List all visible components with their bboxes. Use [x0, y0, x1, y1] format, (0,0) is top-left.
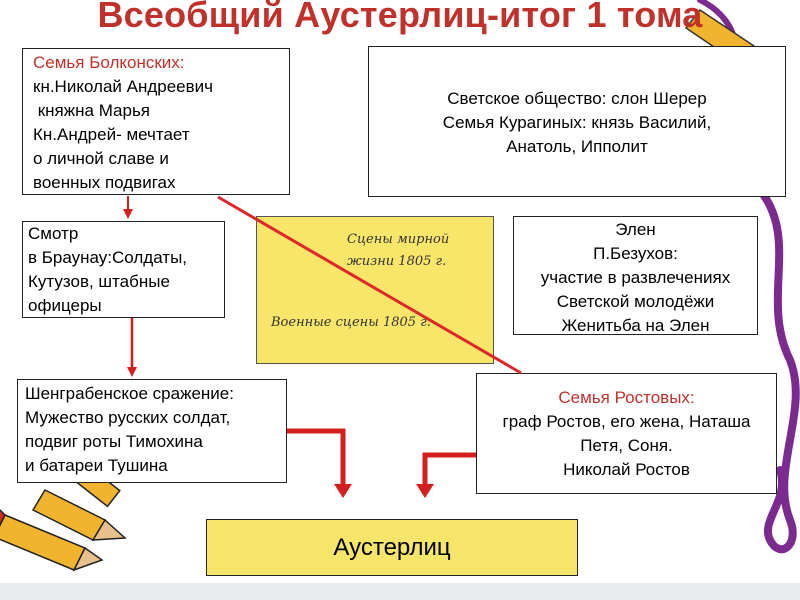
helen-line: участие в развлечениях: [540, 268, 731, 287]
floor-band: [0, 583, 800, 600]
arrow-shengraben-to-austerlitz: [287, 428, 346, 486]
bolkonsky-line: военных подвигах: [33, 173, 176, 192]
austerlitz-label: Аустерлиц: [333, 533, 451, 561]
pencil-bottom-left-1: [31, 489, 127, 541]
box-review: Смотр в Браунау:Солдаты, Кутузов, штабны…: [22, 221, 225, 318]
arrowhead-rostov: [416, 484, 434, 498]
helen-line: Женитьба на Элен: [561, 316, 710, 335]
review-line: офицеры: [28, 296, 102, 315]
shengraben-line: Шенграбенское сражение:: [25, 384, 234, 403]
society-line: Светское общество: слон Шерер: [447, 89, 707, 108]
box-society: Светское общество: слон Шерер Семья Кура…: [368, 46, 786, 197]
box-helen: Элен П.Безухов: участие в развлечениях С…: [513, 216, 758, 335]
purple-swirl: [756, 186, 800, 554]
shengraben-line: Мужество русских солдат,: [25, 408, 231, 427]
bolkonsky-line: о личной славе и: [33, 149, 169, 168]
scenes-peace-line: Сцены мирной: [347, 232, 450, 247]
box-bolkonsky: Семья Болконских: кн.Николай Андреевич к…: [22, 48, 290, 195]
shengraben-line: подвиг роты Тимохина: [25, 432, 203, 451]
scenes-peace-line: жизни 1805 г.: [347, 254, 447, 269]
review-line: Кутузов, штабные: [28, 272, 170, 291]
box-rostov: Семья Ростовых: граф Ростов, его жена, Н…: [476, 373, 777, 494]
diagonal-divider-line: [217, 195, 522, 375]
bolkonsky-line: Кн.Андрей- мечтает: [33, 125, 190, 144]
scenes-war-line: 1805 г.: [382, 315, 431, 330]
box-shengraben: Шенграбенское сражение: Мужество русских…: [17, 379, 287, 483]
review-line: Смотр: [28, 224, 79, 243]
rostov-line: Николай Ростов: [563, 460, 690, 479]
bolkonsky-heading: Семья Болконских:: [33, 53, 185, 72]
pencil-bottom-left-2: [0, 508, 104, 572]
scenes-war-line: Военные сцены: [271, 315, 379, 330]
page-title: Всеобщий Аустерлиц-итог 1 тома: [97, 0, 703, 35]
society-line: Семья Курагиных: князь Василий,: [442, 113, 712, 132]
review-line: в Браунау:Солдаты,: [28, 248, 188, 267]
rostov-line: Петя, Соня.: [580, 436, 673, 455]
arrowhead-shengraben: [334, 484, 352, 498]
society-line: Анатоль, Ипполит: [506, 137, 648, 156]
helen-line: Элен: [615, 220, 656, 239]
helen-line: П.Безухов:: [593, 244, 678, 263]
rostov-line: граф Ростов, его жена, Наташа: [502, 412, 751, 431]
arrow-rostov-to-austerlitz: [422, 452, 476, 486]
bolkonsky-line: княжна Марья: [33, 101, 151, 120]
helen-line: Светской молодёжи: [556, 292, 715, 311]
bolkonsky-line: кн.Николай Андреевич: [33, 77, 214, 96]
shengraben-line: и батареи Тушина: [25, 456, 168, 475]
rostov-heading: Семья Ростовых:: [558, 388, 695, 407]
box-austerlitz: Аустерлиц: [206, 519, 578, 576]
